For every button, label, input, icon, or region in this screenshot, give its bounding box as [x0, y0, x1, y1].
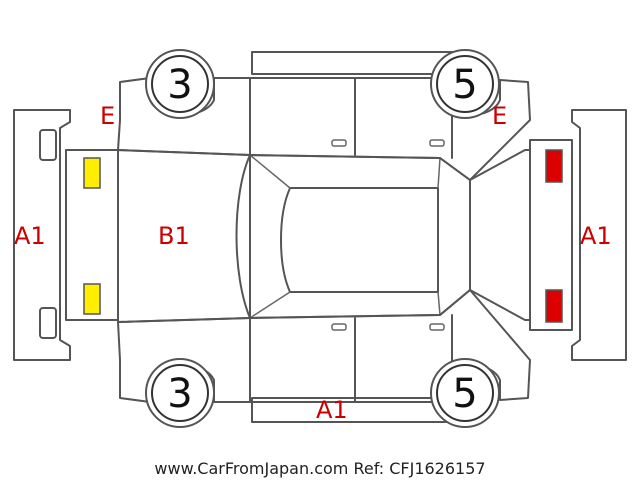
lower-front-handle: [331, 323, 347, 331]
right-fender-code: E: [492, 102, 507, 130]
rear-bumper-outline: [571, 109, 627, 361]
roof-inner: [280, 187, 439, 293]
rear-fascia: [529, 139, 573, 331]
lower-rear-handle: [429, 323, 445, 331]
front-bumper-code: A1: [14, 222, 46, 250]
wheel-rear-left: 5: [430, 49, 500, 119]
front-bumper-outline: [13, 109, 71, 361]
wheel-front-left-number: 3: [167, 62, 192, 108]
front-bumper-slot-top: [39, 129, 57, 161]
taillight-marker-bottom: [545, 289, 563, 323]
wheel-rear-right: 5: [430, 358, 500, 428]
c-pillar-bottom: [437, 291, 441, 316]
wheel-front-right: 3: [145, 358, 215, 428]
wheel-front-left: 3: [145, 49, 215, 119]
front-bumper-slot-bottom: [39, 307, 57, 339]
a-pillar-bottom: [249, 291, 291, 319]
a-pillar-top: [249, 154, 291, 189]
hood-code: B1: [158, 222, 190, 250]
upper-roof-rail: [251, 51, 453, 75]
wheel-rear-right-number: 5: [452, 371, 477, 417]
upper-front-handle: [331, 139, 347, 147]
windshield-outline: [235, 154, 251, 319]
lower-side-code: A1: [316, 396, 348, 424]
upper-rear-handle: [429, 139, 445, 147]
taillight-marker-top: [545, 149, 563, 183]
reference-caption: www.CarFromJapan.com Ref: CFJ1626157: [154, 459, 485, 478]
left-fender-code: E: [100, 102, 115, 130]
c-pillar-top: [437, 157, 441, 189]
headlight-marker-bottom: [83, 283, 101, 315]
headlight-marker-top: [83, 157, 101, 189]
rear-bumper-code: A1: [580, 222, 612, 250]
tailgate-panel: [469, 149, 531, 321]
wheel-front-right-number: 3: [167, 371, 192, 417]
wheel-rear-left-number: 5: [452, 62, 477, 108]
